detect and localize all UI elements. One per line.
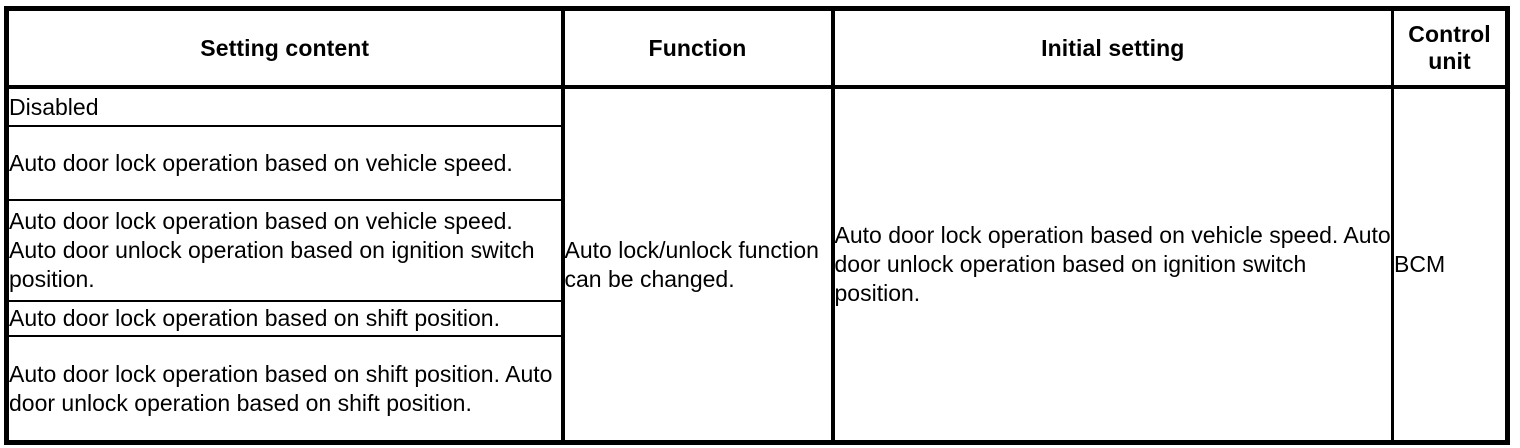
setting-content-cell-5: Auto door lock operation based on shift … <box>5 335 564 444</box>
table-body: Disabled Auto lock/unlock function can b… <box>5 86 1509 444</box>
control-unit-cell: BCM <box>1391 86 1509 444</box>
header-initial-setting: Initial setting <box>830 7 1394 89</box>
header-control-unit: Control unit <box>1391 7 1509 89</box>
table-row: Auto door lock operation based on shift … <box>5 335 1508 444</box>
initial-setting-cell: Auto door lock operation based on vehicl… <box>830 86 1394 444</box>
table-header: Setting content Function Initial setting… <box>5 7 1509 89</box>
header-row: Setting content Function Initial setting… <box>5 7 1509 89</box>
setting-content-cell-4: Auto door lock operation based on shift … <box>5 300 564 337</box>
setting-content-cell-3: Auto door lock operation based on vehicl… <box>5 199 564 302</box>
table-row: Auto door lock operation based on shift … <box>5 300 1508 337</box>
table-row: Auto door lock operation based on vehicl… <box>5 199 1508 302</box>
setting-content-cell-2: Auto door lock operation based on vehicl… <box>5 125 564 201</box>
header-setting-content: Setting content <box>5 7 564 89</box>
setting-content-cell-1: Disabled <box>5 86 564 127</box>
table-row: Auto door lock operation based on vehicl… <box>5 125 1508 201</box>
function-cell: Auto lock/unlock function can be changed… <box>560 86 834 444</box>
table-row: Disabled Auto lock/unlock function can b… <box>5 86 1509 444</box>
header-function: Function <box>560 7 834 89</box>
settings-specification-table: Setting content Function Initial setting… <box>4 6 1510 445</box>
